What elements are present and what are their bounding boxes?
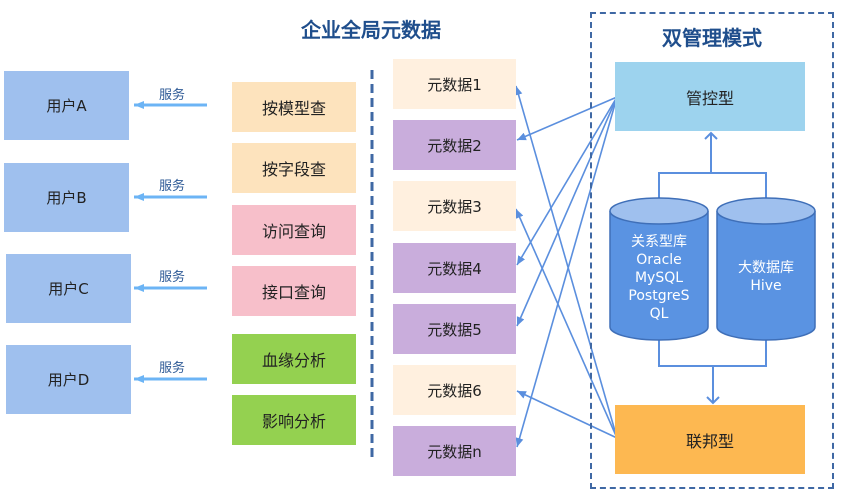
user-c-box: 用户C xyxy=(6,254,131,323)
metadata-item-5: 元数据5 xyxy=(393,304,516,354)
dual-management-title: 双管理模式 xyxy=(662,26,762,50)
interface-query-label: 接口查询 xyxy=(261,283,326,302)
metadata-item-4-label: 元数据4 xyxy=(427,259,482,278)
query-by-model: 按模型查 xyxy=(232,82,356,132)
managed-mode-box: 管控型 xyxy=(615,62,805,131)
user-a-label: 用户A xyxy=(46,97,87,115)
metadata-item-2-label: 元数据2 xyxy=(427,136,482,155)
impact-analysis-label: 影响分析 xyxy=(261,412,326,431)
service-label-d: 服务 xyxy=(158,361,185,376)
db-to-managed-connector xyxy=(658,172,767,198)
arrow-managed-to-metan xyxy=(515,96,618,448)
relational-db-line: Oracle xyxy=(636,252,682,268)
metadata-item-1-label: 元数据1 xyxy=(427,75,482,94)
metadata-item-3-label: 元数据3 xyxy=(427,197,482,216)
arrow-managed-to-meta2 xyxy=(516,96,618,141)
user-b-box: 用户B xyxy=(4,163,129,232)
metadata-item-n: 元数据n xyxy=(393,426,516,476)
query-by-field-label: 按字段查 xyxy=(261,160,326,179)
metadata-item-5-label: 元数据5 xyxy=(427,320,482,339)
impact-analysis: 影响分析 xyxy=(232,395,356,445)
arrow-federated-to-meta1 xyxy=(514,85,618,439)
user-b-label: 用户B xyxy=(46,189,87,207)
bigdata-db-text: 大数据库 Hive xyxy=(717,259,815,295)
user-a-box: 用户A xyxy=(4,71,129,140)
arrow-federated-to-meta6 xyxy=(516,390,618,439)
dual-management-frame xyxy=(590,12,834,489)
relational-db-cylinder xyxy=(609,197,709,341)
relational-db-line: PostgreS xyxy=(628,288,690,304)
service-label-a: 服务 xyxy=(158,88,185,103)
lineage-analysis: 血缘分析 xyxy=(232,334,356,384)
access-query-label: 访问查询 xyxy=(261,222,326,241)
bigdata-db-line: Hive xyxy=(750,278,782,294)
access-query: 访问查询 xyxy=(232,205,356,255)
user-d-box: 用户D xyxy=(6,345,131,414)
service-label-c: 服务 xyxy=(158,270,185,285)
user-c-label: 用户C xyxy=(48,280,89,298)
metadata-item-6: 元数据6 xyxy=(393,365,516,415)
bigdata-db-cylinder xyxy=(716,197,816,341)
relational-db-line: 关系型库 xyxy=(631,234,687,250)
federated-mode-box: 联邦型 xyxy=(615,405,805,474)
metadata-item-3: 元数据3 xyxy=(393,181,516,231)
bigdata-db-line: 大数据库 xyxy=(738,260,794,276)
arrow-federated-to-meta3 xyxy=(515,208,618,439)
metadata-item-2: 元数据2 xyxy=(393,120,516,170)
metadata-item-n-label: 元数据n xyxy=(427,442,482,461)
query-by-model-label: 按模型查 xyxy=(261,99,326,118)
relational-db-line: MySQL xyxy=(634,270,684,286)
metadata-item-4: 元数据4 xyxy=(393,243,516,293)
metadata-item-1: 元数据1 xyxy=(393,59,516,109)
arrow-managed-to-meta5 xyxy=(516,96,618,327)
interface-query: 接口查询 xyxy=(232,266,356,316)
service-label-b: 服务 xyxy=(158,179,185,194)
relational-db-line: QL xyxy=(649,306,669,322)
arrow-managed-to-meta4 xyxy=(516,96,618,266)
metadata-item-6-label: 元数据6 xyxy=(427,381,482,400)
relational-db-text: 关系型库 Oracle MySQL PostgreS QL xyxy=(610,233,708,323)
global-metadata-title: 企业全局元数据 xyxy=(301,18,441,42)
managed-mode-label: 管控型 xyxy=(685,88,734,108)
lineage-analysis-label: 血缘分析 xyxy=(261,351,326,370)
federated-mode-label: 联邦型 xyxy=(685,431,734,451)
user-d-label: 用户D xyxy=(47,371,90,389)
query-by-field: 按字段查 xyxy=(232,143,356,193)
